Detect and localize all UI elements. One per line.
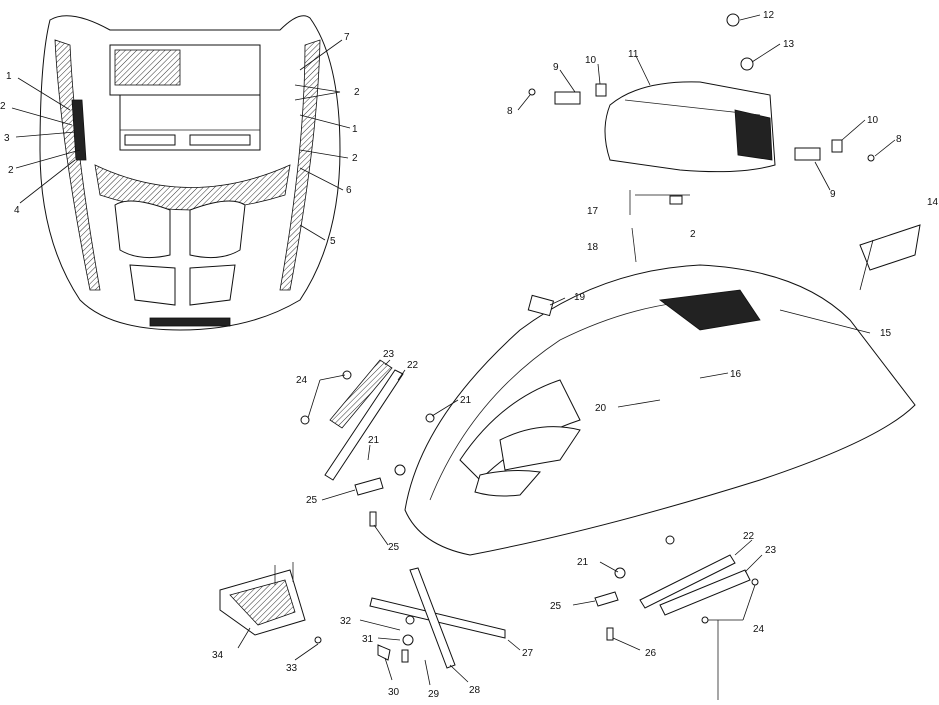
callout-9: 9 [830, 189, 836, 200]
callout-21: 21 [368, 435, 380, 446]
callout-20: 20 [595, 403, 607, 414]
hood-strap-assembly [359, 567, 521, 686]
callout-14: 14 [927, 197, 939, 208]
callout-10: 10 [585, 55, 597, 66]
callout-34: 34 [212, 650, 224, 661]
callout-33: 33 [286, 663, 298, 674]
callout-21: 21 [460, 395, 472, 406]
callout-1: 1 [352, 124, 358, 135]
headlight-leaders [517, 14, 896, 191]
callout-11: 11 [628, 49, 639, 60]
callout-31: 31 [362, 634, 374, 645]
front-view-leaders [11, 39, 351, 241]
callout-25: 25 [388, 542, 400, 553]
callout-labels: 1 2 3 2 4 7 2 1 2 6 5 12 13 9 10 11 8 10… [0, 10, 939, 700]
callout-9: 9 [553, 62, 559, 73]
callout-8: 8 [896, 134, 902, 145]
callout-8: 8 [507, 106, 513, 117]
callout-28: 28 [469, 685, 481, 696]
callout-7: 7 [344, 32, 350, 43]
callout-30: 30 [388, 687, 400, 698]
callout-16: 16 [730, 369, 742, 380]
callout-18: 18 [587, 242, 599, 253]
left-hinge-assembly [300, 359, 459, 546]
callout-1: 1 [6, 71, 12, 82]
callout-25: 25 [550, 601, 562, 612]
callout-10: 10 [867, 115, 879, 126]
callout-17: 17 [587, 206, 599, 217]
callout-23: 23 [383, 349, 395, 360]
callout-22: 22 [743, 531, 755, 542]
bumper-bracket [219, 562, 322, 661]
callout-21: 21 [577, 557, 589, 568]
callout-22: 22 [407, 360, 419, 371]
callout-12: 12 [763, 10, 775, 21]
callout-29: 29 [428, 689, 440, 700]
callout-2: 2 [8, 165, 14, 176]
hood-side-view [404, 190, 921, 556]
callout-32: 32 [340, 616, 352, 627]
callout-2: 2 [690, 229, 696, 240]
callout-13: 13 [783, 39, 795, 50]
callout-15: 15 [880, 328, 892, 339]
callout-3: 3 [4, 133, 10, 144]
callout-25: 25 [306, 495, 318, 506]
callout-27: 27 [522, 648, 534, 659]
callout-5: 5 [330, 236, 336, 247]
callout-2: 2 [354, 87, 360, 98]
right-hinge-assembly [572, 535, 763, 700]
callout-23: 23 [765, 545, 777, 556]
hood-front-view [39, 15, 341, 331]
callout-19: 19 [574, 292, 586, 303]
headlight-assembly [528, 13, 875, 173]
callout-2: 2 [0, 101, 6, 112]
callout-6: 6 [346, 185, 352, 196]
callout-2: 2 [352, 153, 358, 164]
callout-24: 24 [296, 375, 308, 386]
callout-24: 24 [753, 624, 765, 635]
callout-4: 4 [14, 205, 20, 216]
hood-side-leaders [549, 194, 874, 408]
callout-26: 26 [645, 648, 657, 659]
